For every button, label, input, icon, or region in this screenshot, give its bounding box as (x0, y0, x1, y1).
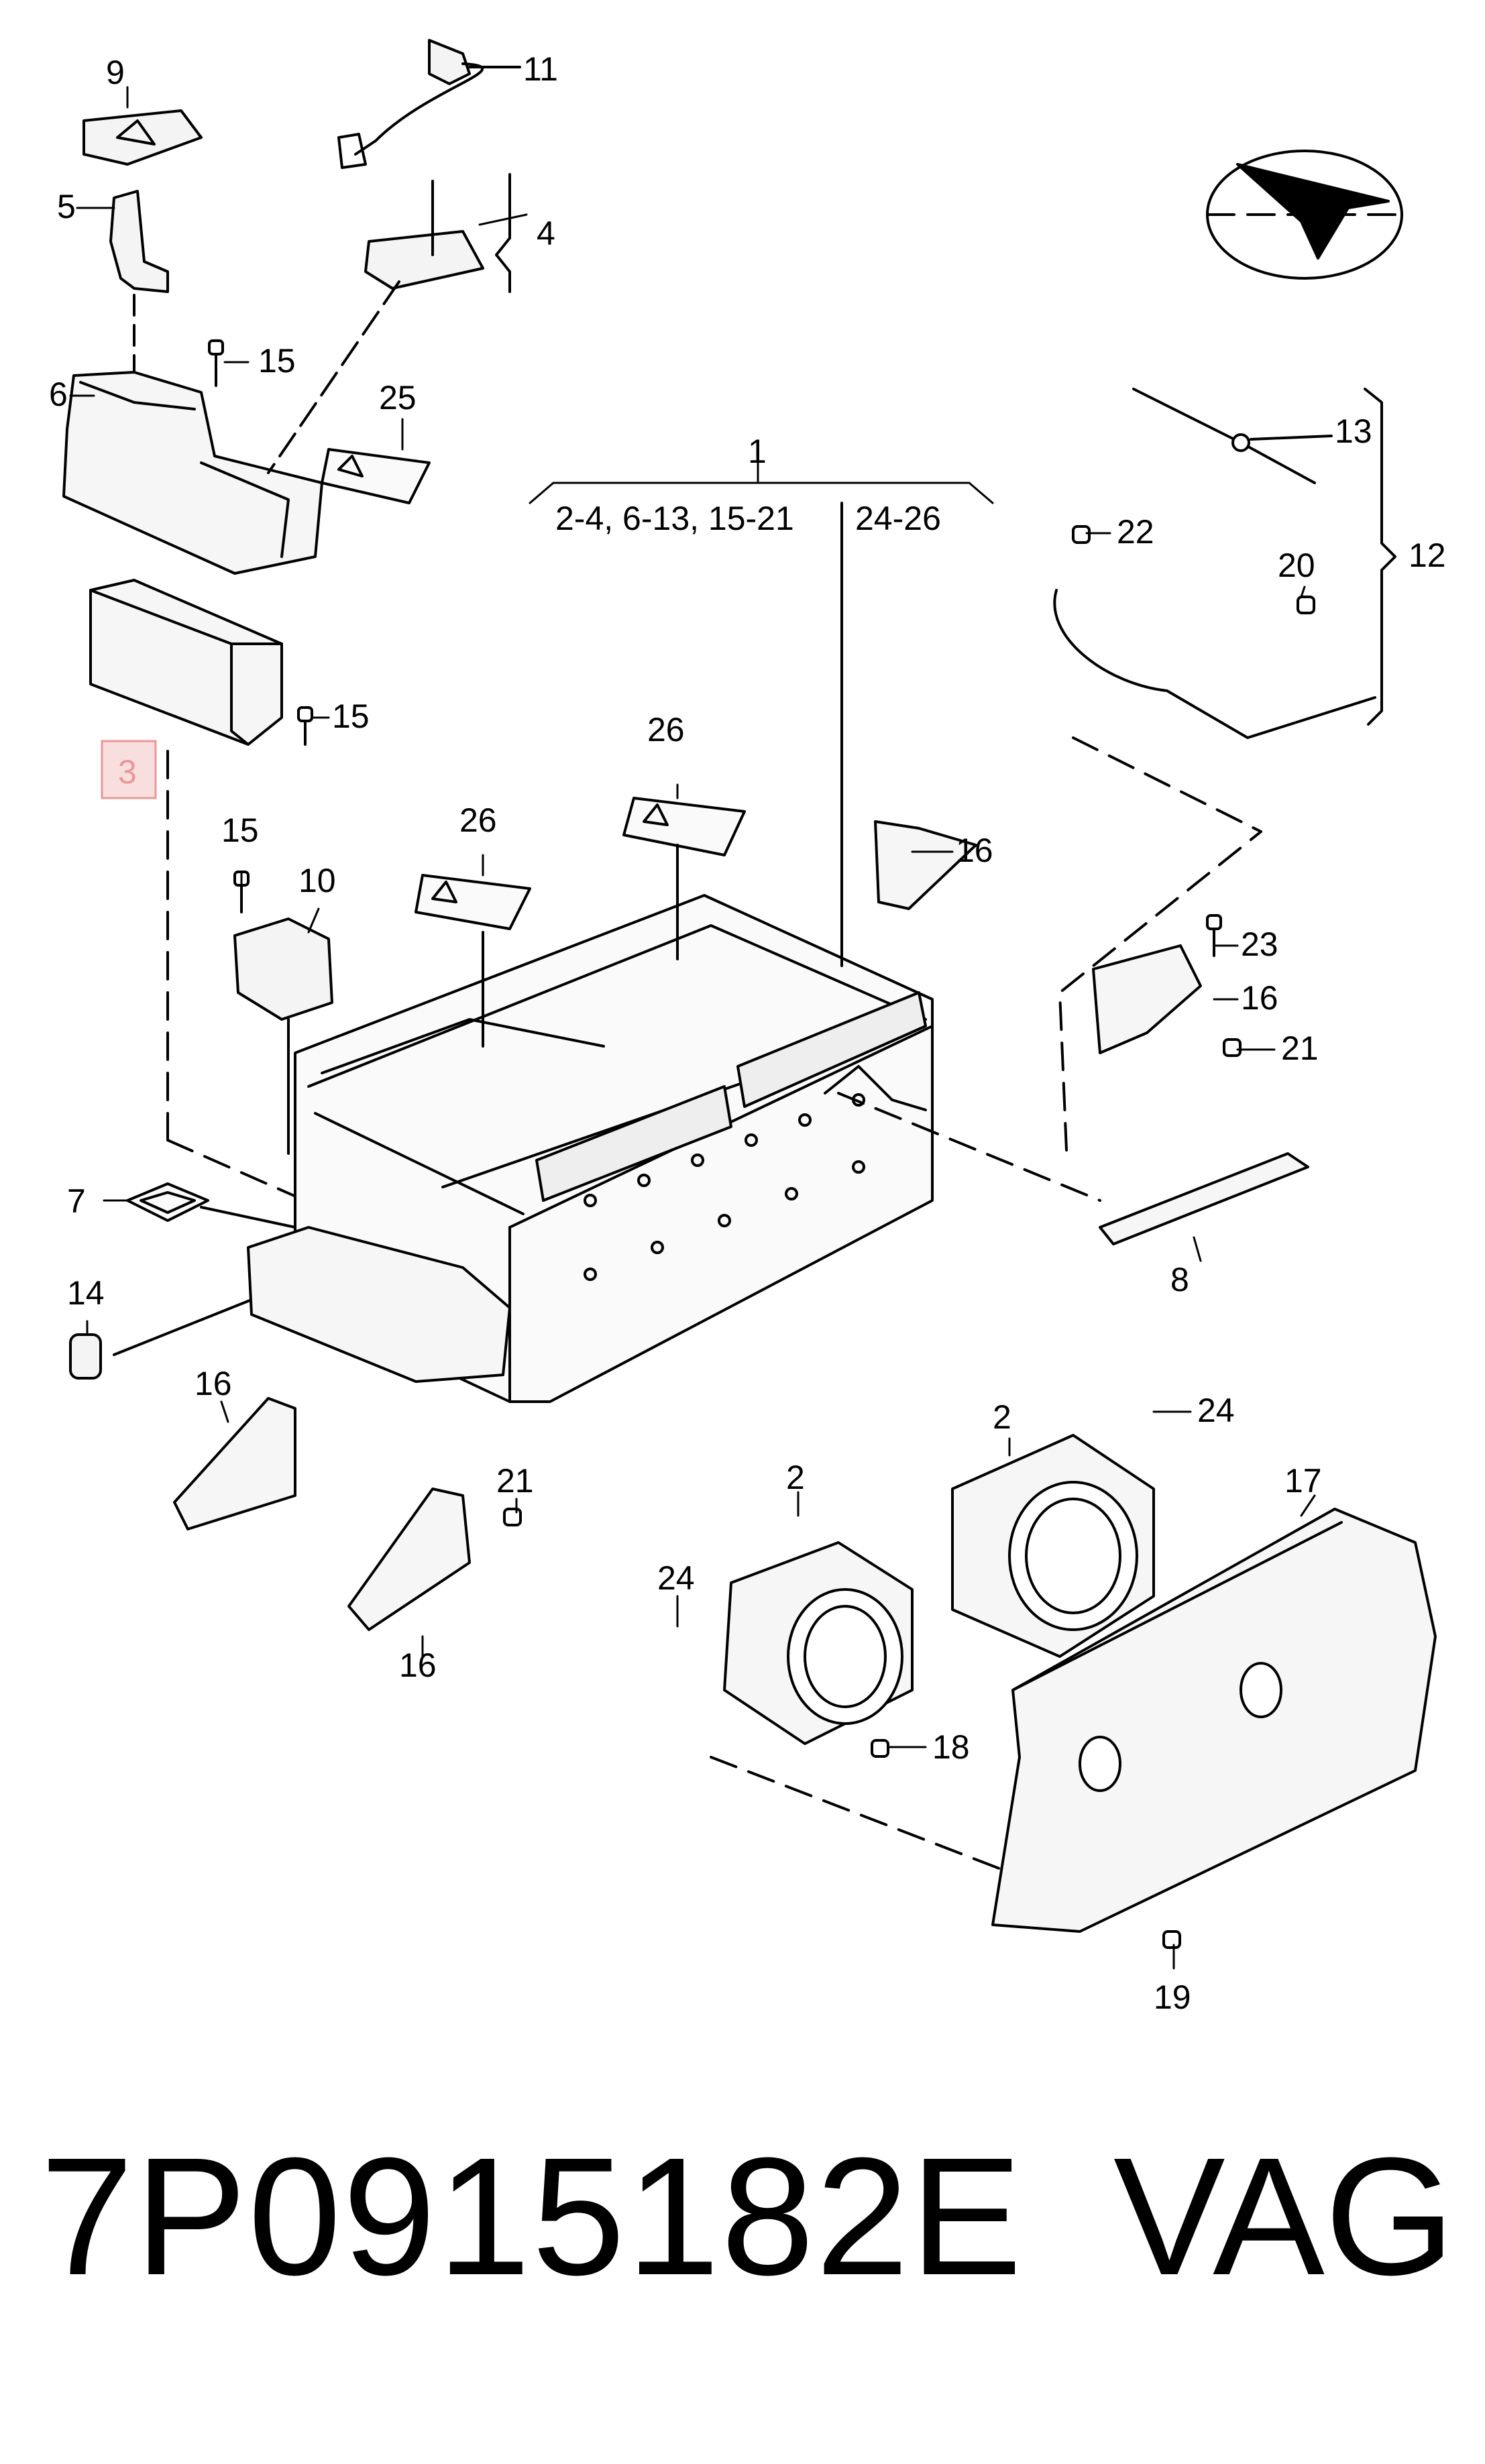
callout-16c: 16 (195, 1365, 232, 1402)
callout-4: 4 (537, 215, 555, 252)
part-17-cover (710, 1508, 1437, 1933)
brand-name: VAG (1113, 2123, 1455, 2310)
callout-12: 12 (1409, 537, 1446, 574)
callout-21a: 21 (1281, 1029, 1319, 1067)
part-6-cover-housing (62, 371, 323, 575)
part-9-warning-cover (82, 109, 203, 166)
part-13-wiring-clip (1132, 388, 1333, 484)
callout-26a: 26 (647, 711, 685, 748)
callout-17: 17 (1284, 1462, 1322, 1500)
callout-1: 1 (748, 433, 767, 470)
part-3-control-unit (89, 579, 337, 1215)
part-14-plug (69, 1259, 350, 1380)
callout-21b: 21 (496, 1462, 534, 1500)
callout-10: 10 (298, 862, 336, 899)
callout-15b: 15 (332, 697, 370, 735)
callout-25: 25 (379, 379, 417, 416)
callout-16b: 16 (1241, 979, 1278, 1017)
part-16-bracket-a (824, 820, 977, 1111)
callout-5: 5 (57, 188, 76, 225)
callout-2a: 2 (993, 1398, 1011, 1436)
callout-11: 11 (523, 50, 558, 88)
orientation-arrow-icon (1206, 150, 1407, 280)
callout-leader-lines (69, 86, 1316, 1970)
callout-26b: 26 (459, 801, 497, 839)
callout-19: 19 (1154, 1978, 1191, 2016)
callout-15a: 15 (258, 342, 296, 380)
part-16-bracket-b (1058, 830, 1262, 1152)
callout-22: 22 (1117, 513, 1154, 551)
callout-20: 20 (1278, 547, 1315, 584)
callout-14: 14 (67, 1274, 105, 1312)
part-11-wiring-harness (337, 39, 521, 169)
part-26-danger-label-a (415, 874, 531, 930)
callout-9: 9 (106, 54, 125, 91)
part-12-harness-bracket (1053, 388, 1396, 833)
callout-18: 18 (932, 1728, 970, 1766)
callout-3-highlight (101, 740, 157, 799)
part-number: 7P0915182E (40, 2123, 1024, 2310)
callout-1-group-a: 2-4, 6-13, 15-21 (555, 500, 794, 537)
callout-3: 3 (118, 753, 137, 791)
part-25-danger-label (321, 448, 431, 504)
callout-13: 13 (1335, 412, 1372, 450)
callout-16a: 16 (956, 832, 993, 869)
callout-15c: 15 (221, 811, 259, 849)
part-16-bracket-d (347, 1488, 471, 1631)
part-7-gasket (126, 1182, 296, 1229)
callout-6: 6 (49, 376, 68, 413)
callout-16d: 16 (399, 1646, 437, 1684)
callout-24b: 24 (657, 1559, 695, 1597)
callout-7: 7 (67, 1182, 86, 1220)
part-4-mounting-bracket (267, 173, 511, 474)
part-5-connector-bracket (109, 190, 169, 377)
part-2-blower-rear (723, 1541, 914, 1745)
part-26-danger-label-b (622, 797, 746, 856)
callout-2b: 2 (786, 1459, 805, 1496)
connector-housing (247, 1226, 511, 1383)
part-10-sensor (233, 917, 333, 1155)
part-2-blower-front (951, 1434, 1155, 1658)
callout-1-group-b: 24-26 (855, 500, 941, 537)
part-16-bracket-c (173, 1397, 296, 1530)
part-8-seal-strip (837, 1092, 1309, 1245)
callout-24a: 24 (1197, 1392, 1235, 1429)
callout-labels: 9 11 5 4 6 15 25 1 2-4, 6-13, 15-21 24-2… (49, 50, 1446, 2016)
callout-23: 23 (1241, 926, 1278, 963)
callout-8: 8 (1170, 1261, 1189, 1298)
